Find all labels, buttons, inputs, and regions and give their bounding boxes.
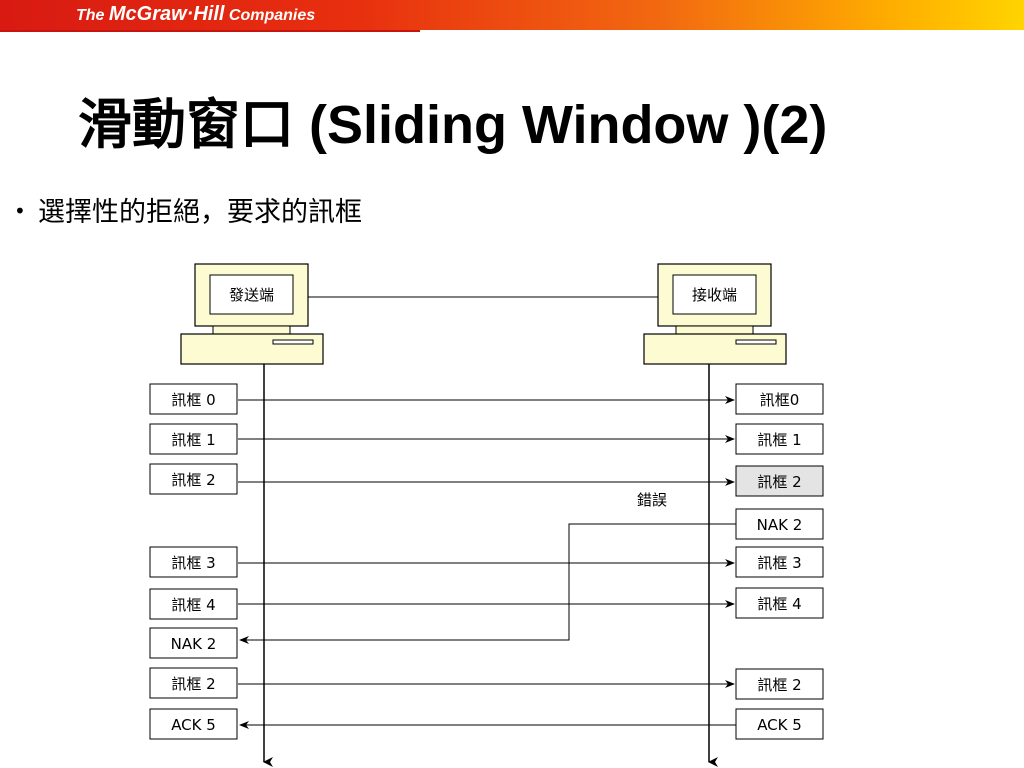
- sender-frame-list: 訊框 0 訊框 1 訊框 2 訊框 3 訊框 4 NAK 2 訊框 2 ACK …: [149, 383, 238, 740]
- receiver-drive-slot: [735, 339, 777, 345]
- left-box-5: NAK 2: [171, 635, 217, 653]
- receiver-base: [643, 333, 787, 365]
- left-box-1: 訊框 1: [171, 431, 215, 449]
- right-box-0: 訊框0: [760, 391, 800, 409]
- error-label: 錯誤: [637, 491, 667, 509]
- sender-screen: [209, 274, 294, 315]
- arrow-nak-2: [239, 523, 736, 644]
- right-box-2: 訊框 2: [757, 473, 801, 491]
- bullet-item: • 選擇性的拒絕，要求的訊框: [14, 190, 362, 229]
- sender-drive-slot: [272, 339, 314, 345]
- slide-title: 滑動窗口 (Sliding Window )(2): [78, 95, 828, 155]
- header-banner: [0, 0, 1024, 30]
- left-box-7: ACK 5: [171, 716, 216, 734]
- receiver-screen: [672, 274, 757, 315]
- right-box-6: 訊框 2: [757, 676, 801, 694]
- brand-logo: The McGraw·Hill Companies: [76, 3, 316, 25]
- bullet-text: 選擇性的拒絕，要求的訊框: [38, 197, 362, 228]
- right-box-2-highlight: [735, 465, 824, 497]
- right-box-1: 訊框 1: [757, 431, 801, 449]
- right-box-3: NAK 2: [757, 516, 803, 534]
- right-box-5: 訊框 4: [757, 595, 801, 613]
- left-box-0: 訊框 0: [171, 391, 215, 409]
- left-box-2: 訊框 2: [171, 471, 215, 489]
- left-box-6: 訊框 2: [171, 675, 215, 693]
- sender-base: [180, 333, 324, 365]
- receiver-frame-list: 訊框0 訊框 1 訊框 2 NAK 2 訊框 3 訊框 4 訊框 2 ACK 5: [735, 383, 824, 740]
- receiver-label: 接收端: [692, 286, 737, 304]
- sender-stand: [212, 325, 291, 335]
- header-underline: [0, 30, 420, 32]
- receiver-stand: [675, 325, 754, 335]
- right-box-7: ACK 5: [757, 716, 802, 734]
- bullet-dot-icon: •: [14, 199, 26, 223]
- right-box-4: 訊框 3: [757, 554, 801, 572]
- sender-computer-icon: 發送端: [180, 263, 324, 365]
- receiver-computer-icon: 接收端: [643, 263, 787, 365]
- left-box-3: 訊框 3: [171, 554, 215, 572]
- sender-label: 發送端: [229, 286, 274, 304]
- left-box-4: 訊框 4: [171, 596, 215, 614]
